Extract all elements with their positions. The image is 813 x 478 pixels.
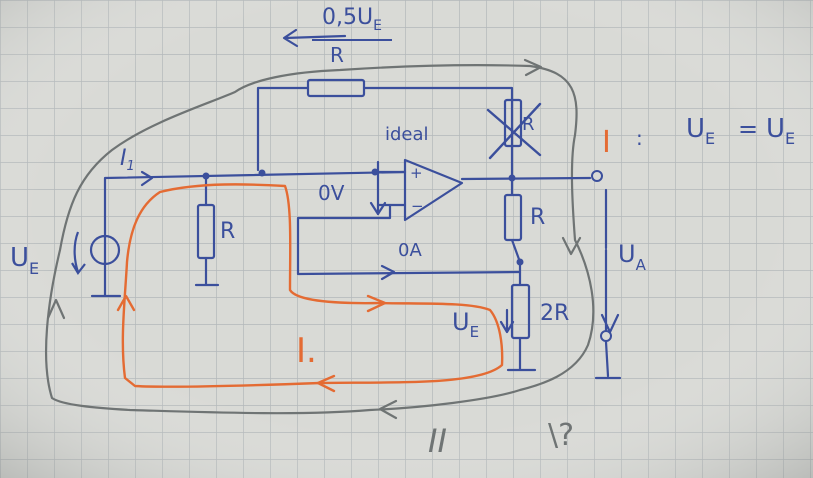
loop-one-outline [121,183,504,389]
equation-loop-marker: I [602,125,611,160]
input-current-label: I1 [120,146,135,174]
wire-output [460,176,592,181]
cross-out [486,102,542,160]
feedback-current-denominator: R [330,43,344,67]
zero-volt-label: 0V [318,181,345,205]
node-dots [202,168,524,266]
resistor-bottom [510,283,531,340]
drop-2r-arrow [499,308,515,334]
resistor-bottom-label: 2R [540,301,569,326]
wire-left-r [194,174,220,287]
question-mark: \? [548,418,574,453]
loop-two-label: II [428,422,447,460]
loop-one-arrow-left [116,294,136,312]
current-i1-arrow [140,170,154,187]
equation-left: UE [686,114,715,148]
feedback-current-label: 0,5UE [322,5,382,34]
op-amp [403,158,464,222]
resistor-right [503,193,523,242]
zero-volt-arrow [369,201,387,216]
opamp-ideal-note: ideal [385,124,429,145]
output-terminal-top [591,170,603,182]
equation-sign: = [738,115,758,143]
zero-amp-arrow [380,264,396,281]
loop-two [45,58,595,420]
blue-arrows [140,28,515,334]
zero-amp-label: 0A [398,240,422,261]
loop-one-arrow-bottom [316,374,336,393]
resistor-top [306,78,366,98]
loop-two-outline [45,64,595,415]
equation-colon: : [636,126,643,150]
resistor-left-label: R [220,219,235,244]
resistor-left [196,203,216,260]
voltage-source [71,231,121,275]
op-amp-triangle [403,158,464,222]
resistor-right-label: R [530,205,545,230]
output-terminal-bottom [600,330,612,342]
loop-one [116,183,504,393]
wire-top-feedback [256,86,514,172]
wire-main-node [103,170,407,237]
wire-source-bottom [90,260,122,298]
opamp-plus-sign: + [410,164,423,182]
source-arrow [71,231,86,275]
source-voltage-label: UE [10,243,39,278]
resistor-crossed-label: R [522,114,535,135]
loop-two-arrow-left [46,298,66,320]
output-voltage-label: UA [618,240,647,274]
terminals [591,170,612,342]
opamp-minus-sign: − [411,197,424,215]
loop-one-arrow-right [366,294,387,313]
loop-two-arrow-bottom [378,399,398,420]
wire-loop-inner [296,203,522,276]
feedback-arrow [282,28,347,48]
loop-two-arrow-right [561,236,582,256]
loop-two-arrow-top [523,58,543,77]
loop-one-label: I. [296,331,317,371]
drop-2r-label: UE [452,308,479,341]
equation-right: UE [766,114,795,148]
